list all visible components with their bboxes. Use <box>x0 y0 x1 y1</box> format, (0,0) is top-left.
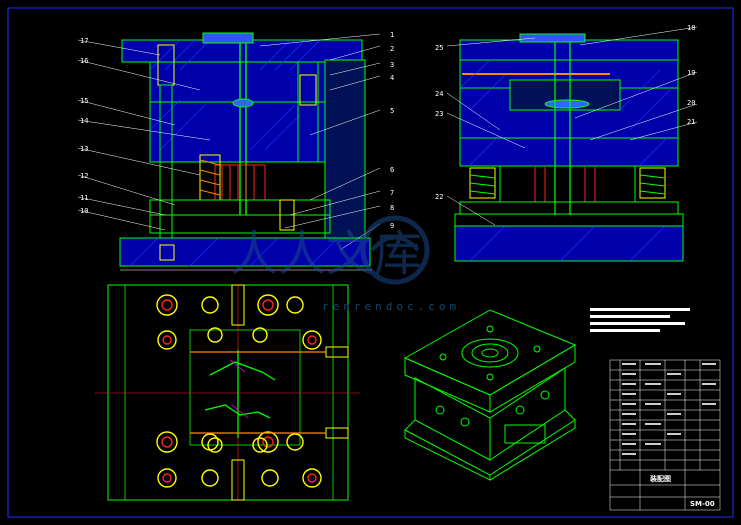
callout-8: 8 <box>390 204 394 212</box>
callout-16: 16 <box>80 57 88 65</box>
title-block-title: 装配图 <box>649 474 671 483</box>
callout-25: 25 <box>435 44 443 52</box>
callout-10: 10 <box>80 207 88 215</box>
callout-23: 23 <box>435 110 443 118</box>
front-view-callouts-right: 1 2 3 4 5 6 7 8 9 <box>390 31 394 230</box>
callout-1: 1 <box>390 31 394 39</box>
callout-9: 9 <box>390 222 394 230</box>
bom-table <box>609 359 721 511</box>
callout-6: 6 <box>390 166 394 174</box>
side-view-leaders <box>446 26 698 226</box>
technical-notes <box>590 308 690 332</box>
callout-22: 22 <box>435 193 443 201</box>
title-block-drawing-no: SM-00 <box>690 500 715 508</box>
watermark-site: renrendoc.com <box>322 300 460 313</box>
callout-20: 20 <box>687 99 695 107</box>
callout-2: 2 <box>390 45 394 53</box>
callout-13: 13 <box>80 145 88 153</box>
isometric-view <box>403 309 577 481</box>
callout-7: 7 <box>390 189 394 197</box>
callout-24: 24 <box>435 90 443 98</box>
plan-view <box>95 284 360 501</box>
callout-12: 12 <box>80 172 88 180</box>
front-view-leaders <box>77 33 381 251</box>
callout-18: 18 <box>687 24 695 32</box>
callout-5: 5 <box>390 107 394 115</box>
front-view-callouts-left: 10 11 12 13 14 15 16 17 <box>80 37 88 215</box>
side-view-callouts: 18 19 20 21 22 23 24 25 <box>435 24 695 201</box>
watermark-logo-text: 人人文库 <box>230 226 422 282</box>
watermark-logo: 人人文库 <box>230 215 430 285</box>
front-section-view <box>119 32 372 271</box>
callout-15: 15 <box>80 97 88 105</box>
side-section-view <box>454 33 684 262</box>
callout-21: 21 <box>687 118 695 126</box>
callout-17: 17 <box>80 37 88 45</box>
callout-4: 4 <box>390 74 394 82</box>
callout-3: 3 <box>390 61 394 69</box>
callout-11: 11 <box>80 194 88 202</box>
callout-14: 14 <box>80 117 88 125</box>
bom-entries <box>622 363 716 455</box>
drawing-border <box>7 7 734 518</box>
callout-19: 19 <box>687 69 695 77</box>
